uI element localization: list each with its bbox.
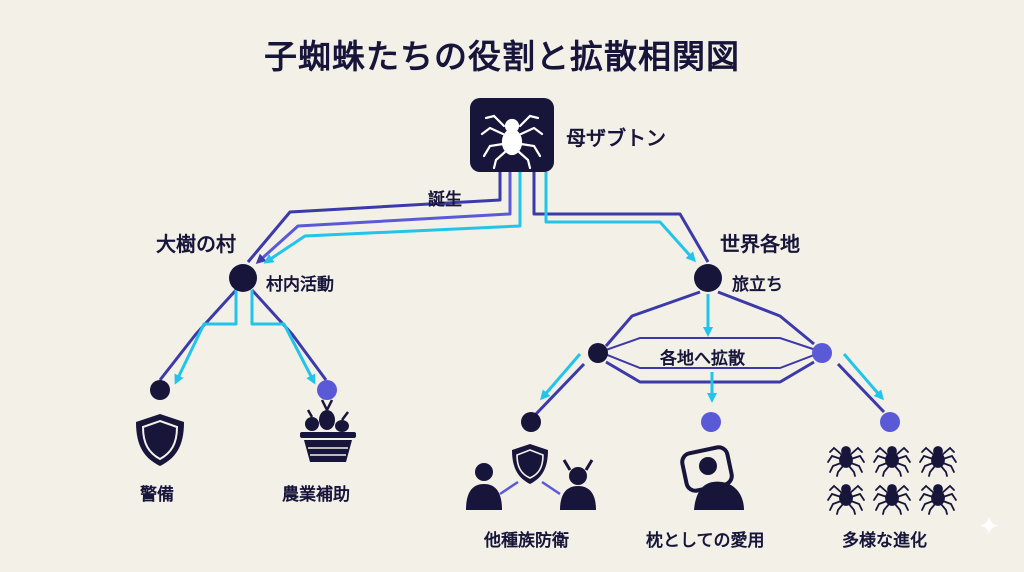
spider-icon [480, 114, 544, 170]
village-node [229, 264, 257, 292]
small-spider-icon [827, 484, 865, 515]
farming-label: 農業補助 [282, 485, 350, 505]
shield-icon [136, 414, 184, 466]
mother-to-village-lines [246, 172, 522, 265]
small-spider-icon [873, 446, 911, 477]
person-pillow-icon [680, 445, 744, 510]
page-title: 子蜘蛛たちの役割と拡散相関図 [264, 37, 740, 76]
vegetable-basket-icon [300, 399, 356, 462]
village-branch-lines [158, 288, 328, 385]
defense-node [521, 412, 541, 432]
village-label: 大樹の村 [156, 232, 236, 256]
spread-label: 各地へ拡散 [660, 349, 745, 369]
spider-group-icon [827, 446, 957, 515]
mother-to-world-lines [532, 172, 710, 263]
defense-label: 他種族防衛 [484, 531, 569, 551]
mother-label: 母ザブトン [566, 126, 666, 150]
people-shield-icon [466, 444, 596, 510]
journey-node [694, 264, 722, 292]
evolution-node [880, 412, 900, 432]
guard-label: 警備 [140, 485, 174, 505]
spread-right-node [812, 343, 832, 363]
journey-label: 旅立ち [732, 275, 783, 295]
spread-left-node [588, 343, 608, 363]
birth-label: 誕生 [428, 190, 462, 210]
world-branch-lines [534, 290, 886, 416]
small-spider-icon [873, 484, 911, 515]
small-spider-icon [827, 446, 865, 477]
world-label: 世界各地 [720, 232, 800, 256]
mother-spider-box [470, 98, 554, 172]
pillow-node [701, 412, 721, 432]
evolution-label: 多様な進化 [842, 531, 927, 551]
farming-node [317, 380, 337, 400]
village-activity-label: 村内活動 [266, 275, 334, 295]
pillow-label: 枕としての愛用 [646, 531, 765, 551]
small-spider-icon [919, 446, 957, 477]
small-spider-icon [919, 484, 957, 515]
guard-node [150, 380, 170, 400]
sparkle-icon: ✦ [978, 512, 1000, 542]
